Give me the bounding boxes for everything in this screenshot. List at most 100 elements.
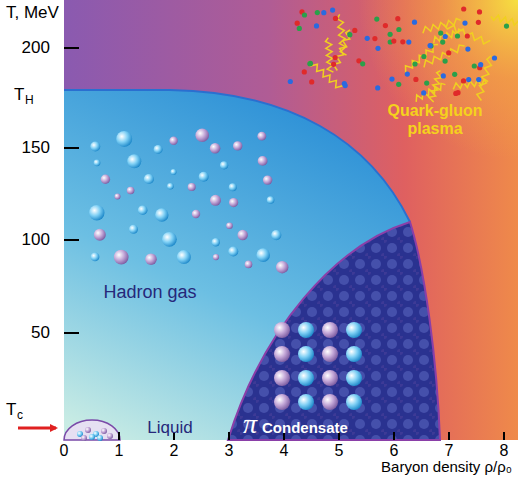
hadron-ball — [256, 248, 270, 262]
hadron-ball — [114, 250, 129, 265]
quark-dot — [308, 61, 313, 66]
nucleon-dot — [85, 427, 91, 433]
hadron-ball — [210, 143, 221, 154]
hadron-ball — [245, 261, 253, 269]
gluon-line — [444, 24, 490, 44]
quark-dot — [352, 28, 357, 33]
lattice-ball — [346, 346, 362, 362]
hadron-ball — [238, 230, 248, 240]
hadron-ball — [258, 156, 268, 166]
hadron-ball — [257, 132, 266, 141]
region-label: Condensate — [262, 419, 348, 436]
quark-dot — [400, 39, 405, 44]
tick-label: 5 — [335, 442, 344, 460]
lattice-ball — [322, 370, 338, 386]
quark-dot — [504, 24, 509, 29]
lattice-ball — [298, 370, 314, 386]
hadron-ball — [101, 175, 110, 184]
quark-dot — [443, 34, 448, 39]
hadron-ball — [171, 169, 177, 175]
quark-dot — [374, 17, 379, 22]
tick-label: 8 — [500, 442, 509, 460]
hadron-ball — [188, 183, 196, 191]
lattice-ball — [298, 394, 314, 410]
quark-dot — [309, 79, 314, 84]
hadron-ball — [195, 129, 209, 143]
tick-label: 7 — [445, 442, 454, 460]
quark-dot — [405, 72, 410, 77]
quark-dot — [478, 62, 483, 67]
quark-dot — [288, 79, 293, 84]
hadron-ball — [271, 230, 281, 240]
lattice-ball — [274, 370, 290, 386]
hadron-ball — [94, 159, 101, 166]
quark-dot — [412, 61, 417, 66]
hadron-ball — [154, 145, 163, 154]
quark-dot — [441, 73, 446, 78]
quark-dot — [476, 20, 481, 25]
quark-dot — [302, 12, 307, 17]
quark-dot — [428, 43, 433, 48]
gluon-line — [326, 38, 334, 72]
hadron-ball — [228, 247, 238, 257]
quark-dot — [388, 32, 393, 37]
hadron-ball — [267, 196, 275, 204]
gluon-line — [309, 61, 343, 88]
lattice-ball — [274, 322, 290, 338]
nucleon-dot — [89, 434, 95, 440]
quark-dot — [428, 43, 433, 48]
lattice-ball — [322, 322, 338, 338]
hadron-ball — [169, 137, 177, 145]
hadron-ball — [276, 261, 288, 273]
gluon-line — [416, 83, 445, 102]
nucleon-dot — [107, 433, 113, 439]
gluon-line — [424, 45, 465, 67]
hadron-ball — [115, 194, 121, 200]
lattice-ball — [298, 346, 314, 362]
quark-dot — [395, 16, 400, 21]
hadron-ball — [213, 254, 219, 260]
hadron-ball — [233, 141, 242, 150]
quark-dot — [315, 10, 320, 15]
quark-dot — [461, 6, 466, 11]
region-label: Quark-gluon plasma — [379, 102, 491, 139]
quark-dot — [347, 32, 352, 37]
nucleon-dot — [97, 435, 103, 441]
nucleon-dot — [81, 435, 87, 441]
quark-dot — [477, 9, 482, 14]
quark-dot — [333, 16, 338, 21]
quark-dot — [438, 30, 443, 35]
quark-dot — [375, 85, 380, 90]
quark-dot — [424, 81, 429, 86]
hadron-ball — [220, 161, 228, 169]
hadron-ball — [229, 198, 238, 207]
hadron-ball — [127, 154, 141, 168]
quark-dot — [421, 54, 426, 59]
quark-dot — [389, 77, 394, 82]
lattice-ball — [346, 322, 362, 338]
axis-tick — [448, 432, 450, 440]
lattice-ball — [274, 346, 290, 362]
hadron-ball — [145, 253, 157, 265]
region-label: Liquid — [147, 418, 192, 438]
quark-dot — [492, 55, 497, 60]
hadron-ball — [162, 232, 177, 247]
hadron-ball — [90, 142, 100, 152]
hadron-ball — [89, 205, 104, 220]
quark-dot — [314, 23, 319, 28]
lattice-ball — [322, 394, 338, 410]
quark-dot — [343, 83, 348, 88]
pi-symbol: π — [243, 408, 257, 440]
quark-dot — [372, 36, 377, 41]
axis-tick — [228, 432, 230, 440]
quark-dot — [333, 55, 338, 60]
nucleon-dot — [101, 428, 107, 434]
hadron-ball — [226, 222, 233, 229]
hadron-ball — [91, 253, 100, 262]
quark-dot — [375, 46, 380, 51]
axis-tick — [393, 432, 395, 440]
quark-dot — [365, 36, 370, 41]
hadron-ball — [212, 238, 220, 246]
quark-dot — [466, 77, 471, 82]
hadron-ball — [155, 208, 168, 221]
